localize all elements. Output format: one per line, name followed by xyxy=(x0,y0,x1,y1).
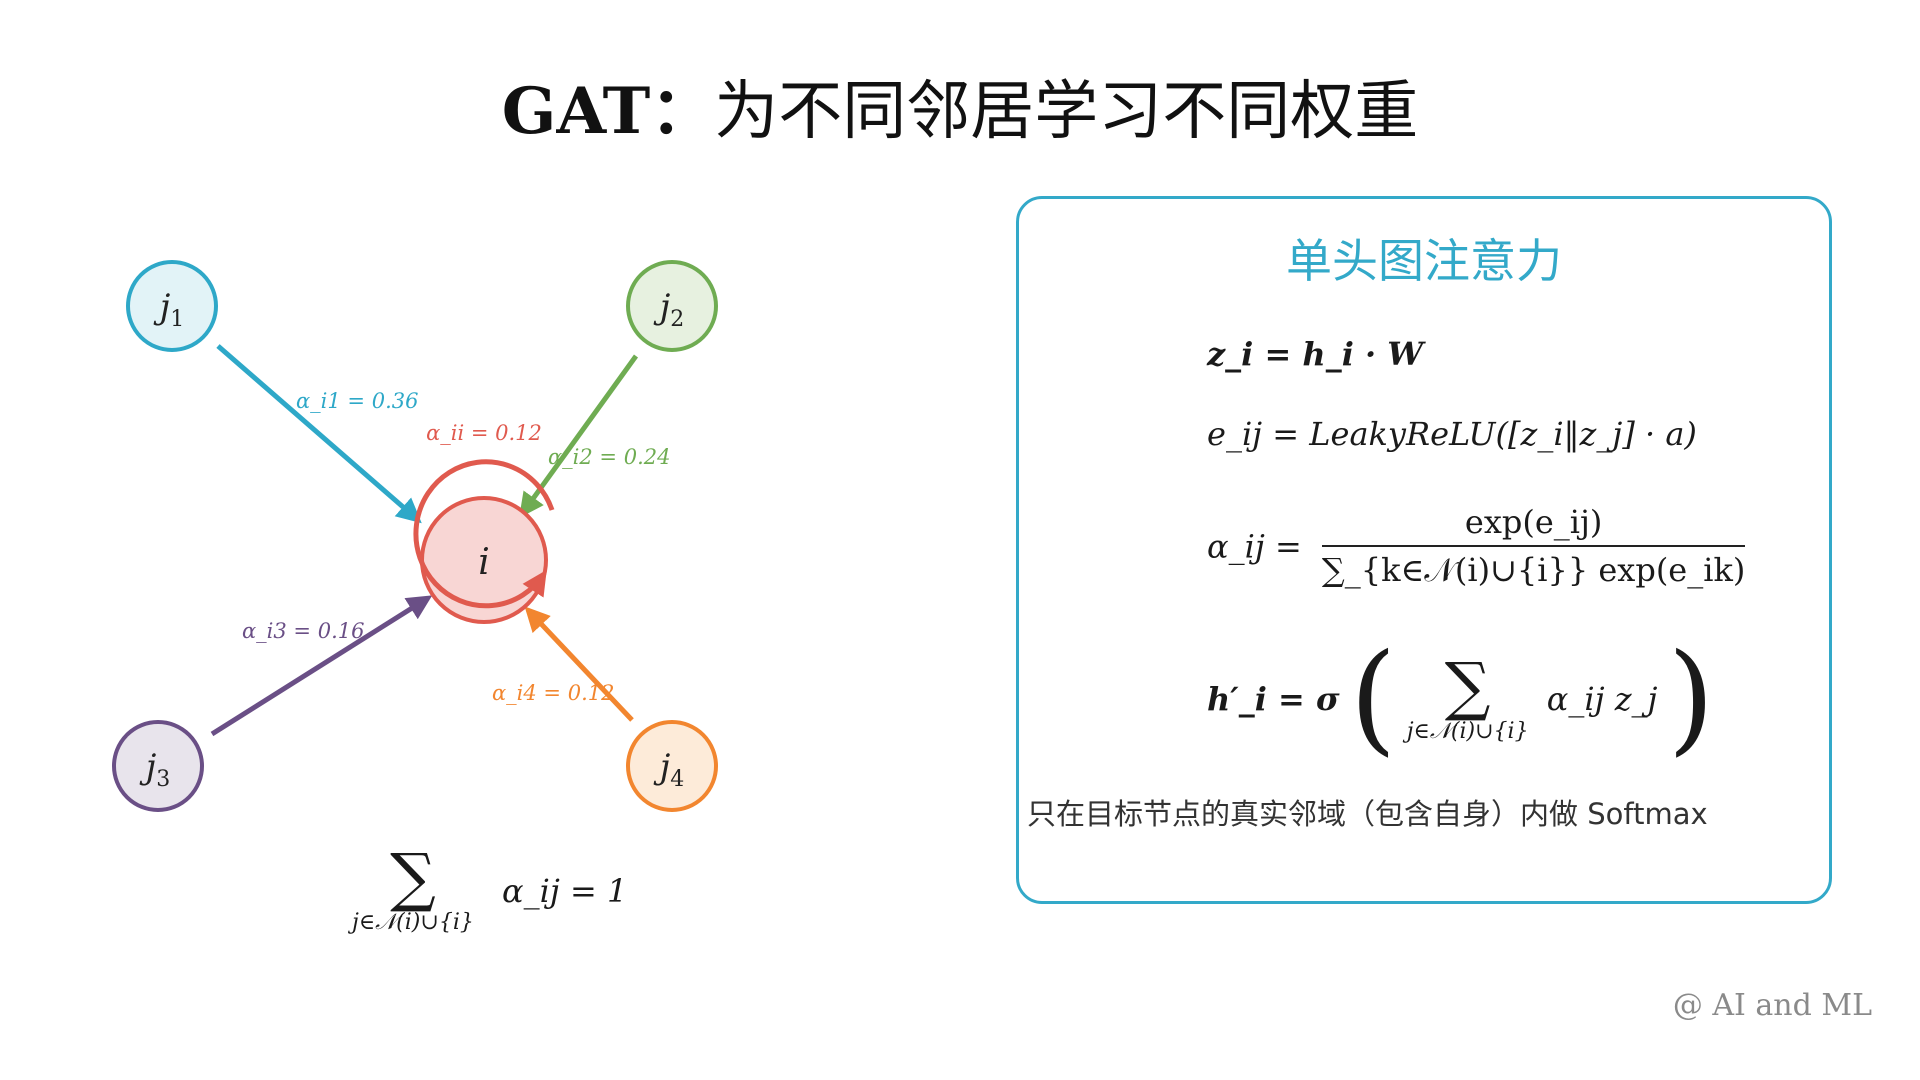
aggregate-sum-index: j∈𝒩(i)∪{i} xyxy=(1406,718,1529,744)
equation-score: e_ij = LeakyReLU([z_i‖z_j] · a) xyxy=(1207,415,1697,453)
equation-projection: z_i = h_i · W xyxy=(1207,335,1424,373)
attention-panel: 单头图注意力 z_i = h_i · W e_ij = LeakyReLU([z… xyxy=(1016,196,1832,904)
self-loop-weight-label: α_ii = 0.12 xyxy=(426,421,542,445)
page-title: GAT：为不同邻居学习不同权重 xyxy=(0,60,1920,152)
edge-j2-weight-label: α_i2 = 0.24 xyxy=(548,445,670,469)
aggregate-term: α_ij z_j xyxy=(1546,680,1658,718)
aggregate-sum-symbol: ∑ xyxy=(1444,649,1491,724)
panel-title: 单头图注意力 xyxy=(1286,234,1562,288)
center-node-label: i xyxy=(478,542,490,583)
equation-softmax: α_ij = exp(e_ij) ∑_{k∈𝒩(i)∪{i}} exp(e_ik… xyxy=(1207,503,1746,590)
softmax-lhs: α_ij = xyxy=(1207,527,1302,566)
node-j1 xyxy=(126,260,218,352)
edge-j3-arrow xyxy=(210,595,433,737)
edge-j4-weight-label: α_i4 = 0.12 xyxy=(492,681,614,705)
aggregate-lhs: h′_i = σ xyxy=(1207,680,1340,718)
node-j2 xyxy=(626,260,718,352)
softmax-numerator: exp(e_ij) xyxy=(1321,503,1746,547)
title-prefix: GAT： xyxy=(501,74,715,149)
edge-j3-weight-label: α_i3 = 0.16 xyxy=(242,619,364,643)
sum-symbol: ∑ xyxy=(390,841,436,915)
sum-constraint: ∑ j∈𝒩(i)∪{i} α_ij = 1 xyxy=(352,846,627,935)
right-paren: ) xyxy=(1667,629,1715,768)
title-main: 为不同邻居学习不同权重 xyxy=(714,75,1419,149)
softmax-note: 只在目标节点的真实邻域（包含自身）内做 Softmax xyxy=(1027,797,1708,831)
self-loop-arrow xyxy=(413,459,555,609)
sum-rhs: α_ij = 1 xyxy=(502,871,628,910)
softmax-fraction: exp(e_ij) ∑_{k∈𝒩(i)∪{i}} exp(e_ik) xyxy=(1321,503,1746,590)
equation-aggregate: h′_i = σ ( ∑ j∈𝒩(i)∪{i} α_ij z_j ) xyxy=(1207,639,1714,759)
node-j4 xyxy=(626,720,718,812)
edge-j1-arrow xyxy=(216,344,422,524)
edge-j4-arrow xyxy=(524,606,634,722)
watermark: @ AI and ML xyxy=(1672,988,1872,1023)
left-paren: ( xyxy=(1349,629,1397,768)
softmax-denominator: ∑_{k∈𝒩(i)∪{i}} exp(e_ik) xyxy=(1321,551,1746,589)
sum-index: j∈𝒩(i)∪{i} xyxy=(352,910,474,935)
node-j3 xyxy=(112,720,204,812)
edge-j1-weight-label: α_i1 = 0.36 xyxy=(296,389,418,413)
